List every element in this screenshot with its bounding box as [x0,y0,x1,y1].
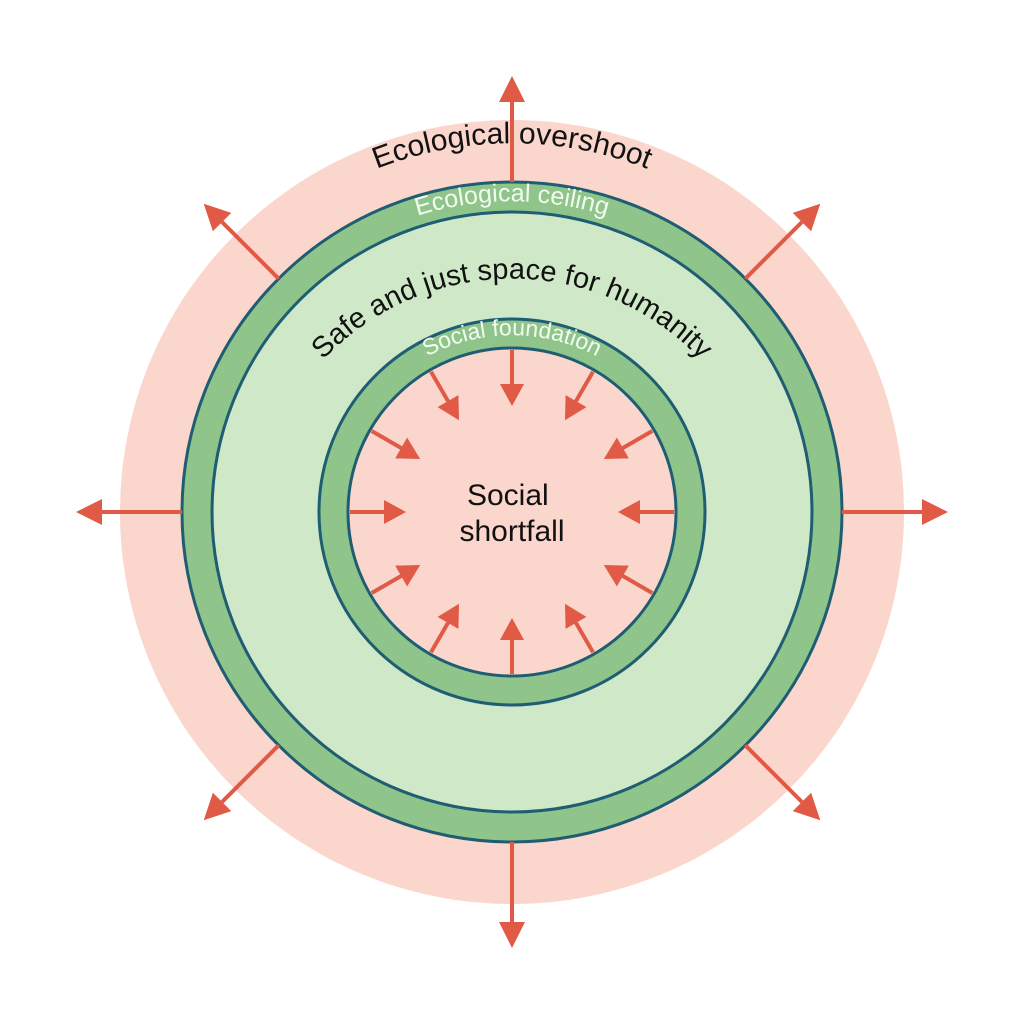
inward-arrow [429,603,459,654]
inward-arrow [370,565,421,595]
inward-arrow [618,500,674,524]
outward-arrow [499,76,525,182]
social-shortfall-label: Social shortfall [459,479,564,548]
outward-arrows [76,76,948,948]
social-shortfall-zone [346,346,678,678]
outward-arrow [203,743,281,821]
outward-arrow [76,499,182,525]
inward-arrow [565,603,595,654]
inward-arrow [603,565,654,595]
inward-arrows [350,350,674,674]
inward-arrow [603,429,654,459]
inward-arrow [565,370,595,421]
outward-arrow [743,743,821,821]
inward-arrow [500,350,524,406]
inward-arrow [370,429,421,459]
outward-arrow [203,203,281,281]
inward-arrow [429,370,459,421]
outward-arrow [499,842,525,948]
outward-arrow [842,499,948,525]
outward-arrow [743,203,821,281]
inward-arrow [350,500,406,524]
inward-arrow [500,618,524,674]
